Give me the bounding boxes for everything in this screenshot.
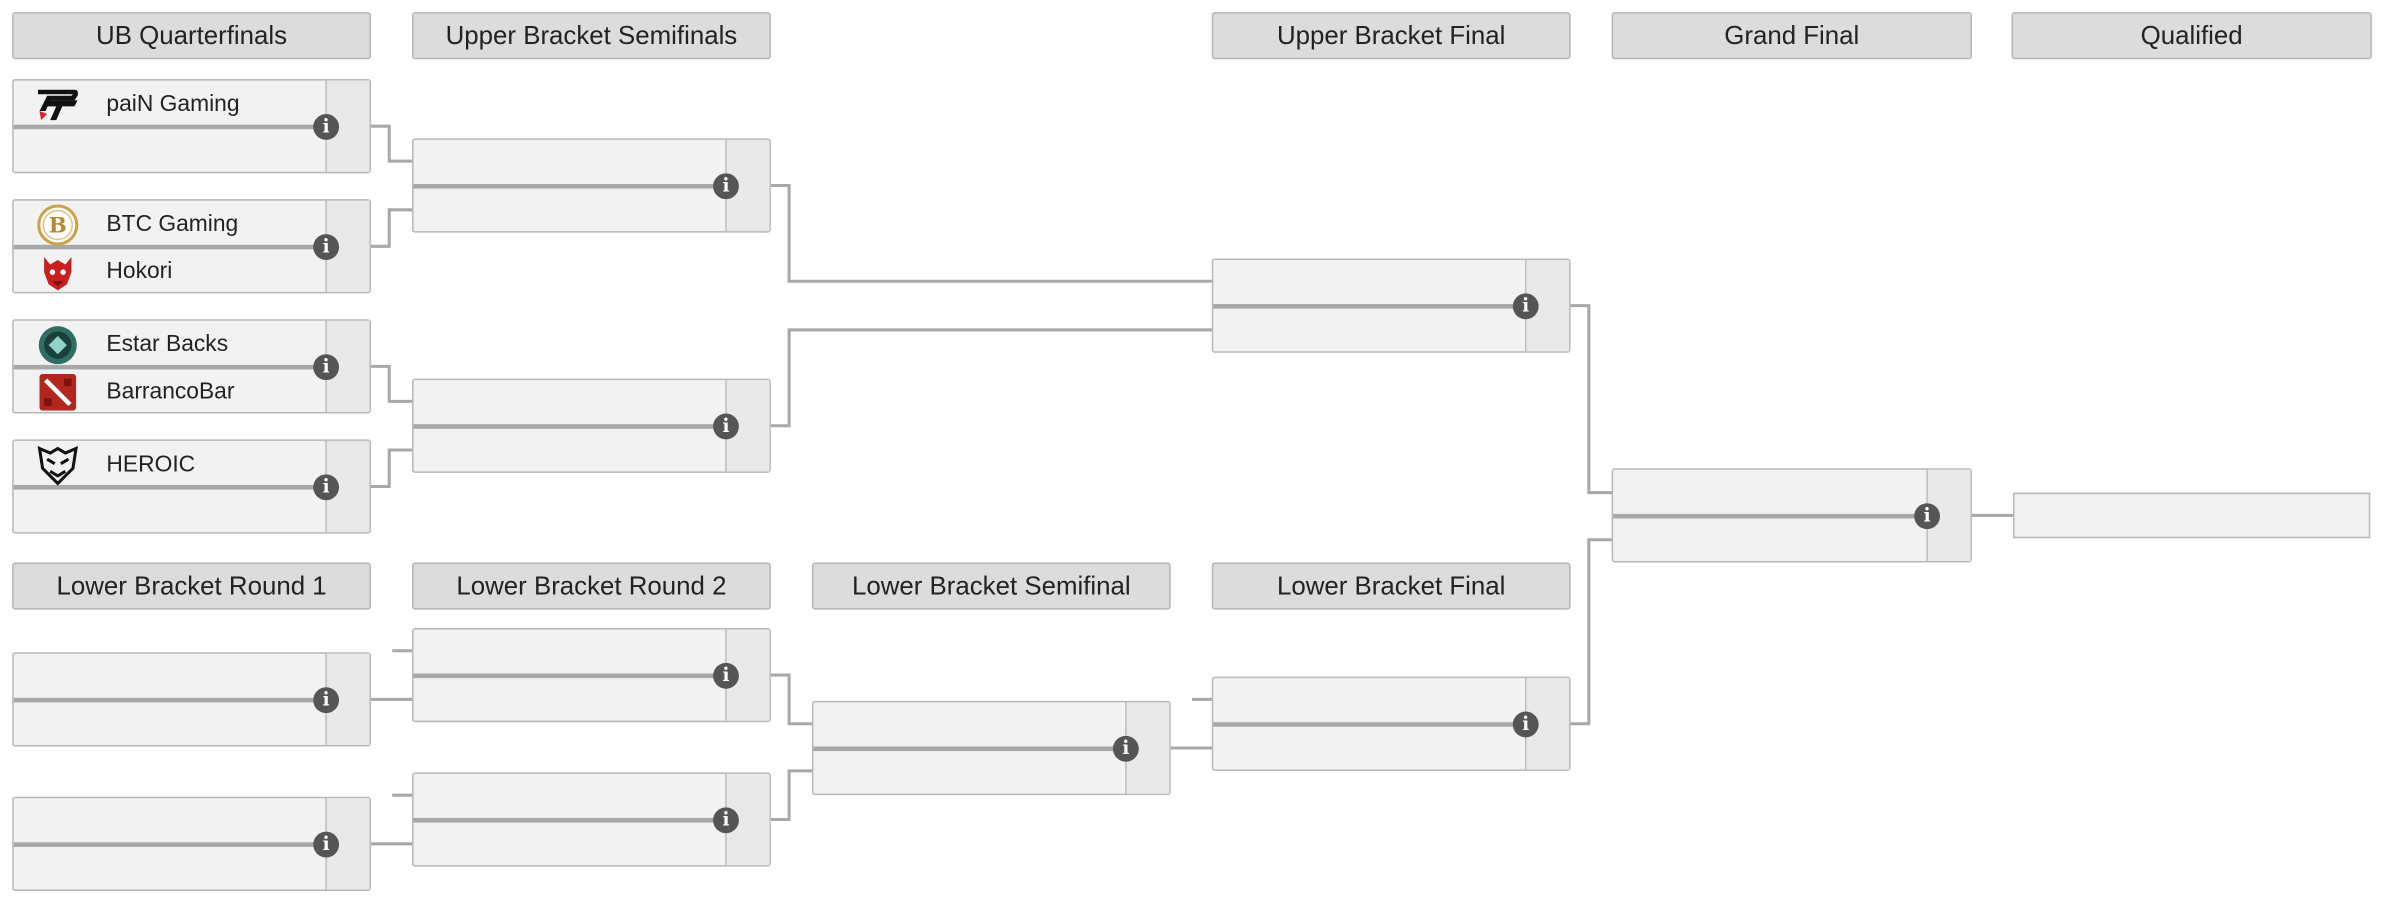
svg-text:B: B [49, 214, 67, 239]
dota2-logo [39, 374, 77, 411]
match-ub-final[interactable]: i [1211, 258, 1571, 353]
info-icon[interactable]: i [313, 354, 340, 381]
info-icon[interactable]: i [713, 173, 739, 200]
team-name: paiN Gaming [106, 91, 240, 118]
hokori-logo [44, 256, 72, 291]
match-lb-r2-2[interactable]: i [412, 772, 771, 867]
info-icon[interactable]: i [713, 662, 739, 689]
team-slot-1[interactable]: Estar Backs [14, 321, 318, 368]
btc-gaming-logo: B [37, 204, 79, 246]
info-icon[interactable]: i [713, 413, 739, 440]
info-icon[interactable]: i [313, 114, 340, 140]
match-ub-qf-4[interactable]: HEROIC i [12, 439, 371, 534]
team-name: Hokori [106, 258, 173, 285]
team-name: HEROIC [106, 451, 196, 478]
header-grand-final: Grand Final [1611, 12, 1972, 60]
header-lb-round2: Lower Bracket Round 2 [412, 562, 771, 610]
team-name: Estar Backs [106, 331, 229, 358]
team-slot-2[interactable]: BarrancoBar [14, 368, 318, 415]
match-lb-semifinal[interactable]: i [811, 700, 1171, 796]
team-name: BTC Gaming [106, 211, 239, 238]
info-icon[interactable]: i [1914, 503, 1941, 530]
info-icon[interactable]: i [313, 831, 340, 858]
team-name: BarrancoBar [106, 378, 235, 405]
estar-backs-logo [38, 326, 77, 365]
match-lb-r1-1[interactable]: i [12, 652, 371, 747]
team-slot-2[interactable]: Hokori [14, 248, 318, 295]
info-icon[interactable]: i [1512, 293, 1539, 320]
match-ub-sf-2[interactable]: i [412, 378, 771, 473]
info-icon[interactable]: i [1512, 711, 1539, 738]
info-icon[interactable]: i [313, 687, 340, 714]
qualified-slot[interactable] [2013, 492, 2371, 539]
heroic-logo [37, 446, 78, 486]
info-icon[interactable]: i [713, 807, 739, 834]
info-icon[interactable]: i [313, 474, 340, 501]
header-qualified: Qualified [2011, 12, 2372, 60]
header-ub-quarterfinals: UB Quarterfinals [12, 12, 371, 60]
team-slot-1[interactable]: paiN Gaming [14, 81, 318, 128]
match-lb-r2-1[interactable]: i [412, 627, 771, 723]
match-lb-r1-2[interactable]: i [12, 796, 371, 891]
header-lb-round1: Lower Bracket Round 1 [12, 562, 371, 610]
header-lb-semifinal: Lower Bracket Semifinal [811, 562, 1171, 610]
header-ub-semifinals: Upper Bracket Semifinals [412, 12, 771, 60]
match-ub-qf-1[interactable]: paiN Gaming i [12, 79, 371, 174]
pain-gaming-logo [38, 89, 78, 121]
info-icon[interactable]: i [313, 234, 340, 260]
header-ub-final: Upper Bracket Final [1211, 12, 1571, 60]
match-lb-final[interactable]: i [1211, 676, 1571, 771]
team-slot-1[interactable]: B BTC Gaming [14, 201, 318, 248]
team-slot-1[interactable]: HEROIC [14, 441, 318, 488]
info-icon[interactable]: i [1112, 735, 1139, 762]
match-ub-sf-1[interactable]: i [412, 138, 771, 233]
header-lb-final: Lower Bracket Final [1211, 562, 1571, 610]
match-ub-qf-3[interactable]: Estar Backs BarrancoBar i [12, 319, 371, 415]
match-ub-qf-2[interactable]: B BTC Gaming Hokori i [12, 199, 371, 295]
match-grand-final[interactable]: i [1611, 468, 1972, 563]
